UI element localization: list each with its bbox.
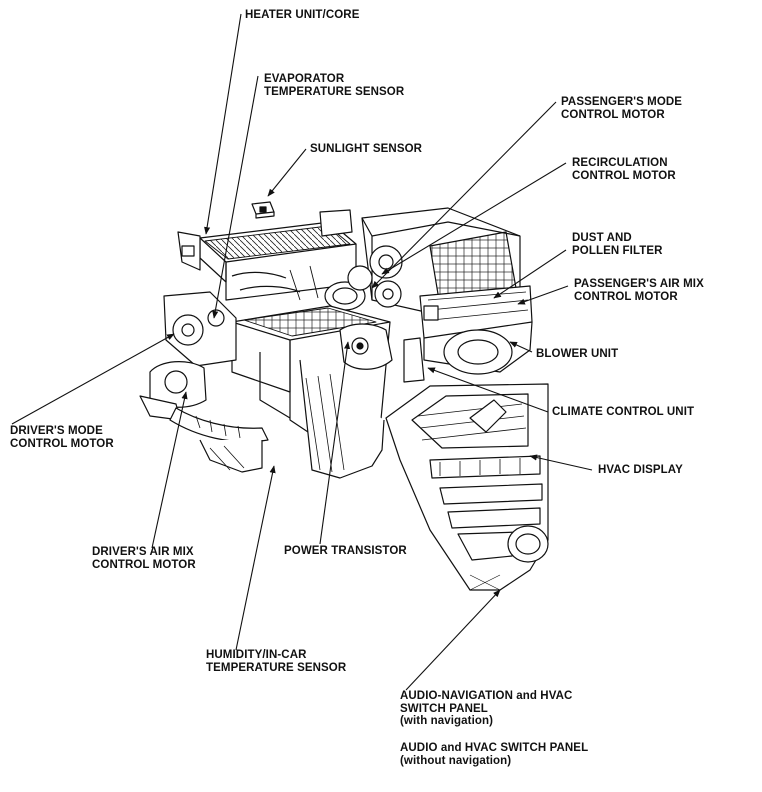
leader-dust-filter [493, 249, 567, 299]
heater-unit-body [177, 209, 366, 311]
leader-climate-unit [427, 367, 549, 413]
leader-passenger-airmix [517, 285, 569, 305]
label-hvac-display: HVAC DISPLAY [598, 464, 683, 476]
label-power-transistor: POWER TRANSISTOR [284, 545, 407, 557]
leader-driver-airmix [151, 391, 188, 549]
label-driver-airmix: DRIVER'S AIR MIX CONTROL MOTOR [92, 546, 196, 571]
main-case [231, 305, 393, 479]
label-recirculation: RECIRCULATION CONTROL MOTOR [572, 157, 676, 182]
sunlight-sensor-part [251, 201, 275, 219]
leader-heater-core [204, 13, 242, 235]
label-heater-core: HEATER UNIT/CORE [245, 9, 360, 21]
leader-evap-sensor [212, 75, 259, 319]
left-motors [139, 291, 269, 473]
label-evap-sensor: EVAPORATOR TEMPERATURE SENSOR [264, 73, 405, 98]
switch-panel-part [385, 383, 549, 591]
leader-humidity [235, 465, 276, 651]
label-driver-mode: DRIVER'S MODE CONTROL MOTOR [10, 425, 114, 450]
leader-driver-mode [11, 333, 175, 425]
leader-sunlight [267, 148, 307, 197]
leader-power-transistor [319, 341, 351, 545]
leader-switch-panel [405, 589, 501, 691]
leader-blower [509, 341, 533, 353]
label-dust-filter: DUST AND POLLEN FILTER [572, 232, 663, 257]
label-blower-unit: BLOWER UNIT [536, 348, 619, 360]
label-sunlight-sensor: SUNLIGHT SENSOR [310, 143, 423, 155]
label-passenger-mode: PASSENGER'S MODE CONTROL MOTOR [561, 96, 683, 121]
leader-recirculation [381, 162, 567, 275]
leader-hvac-display [529, 454, 593, 471]
label-climate-unit: CLIMATE CONTROL UNIT [552, 406, 695, 418]
label-switch-panel-nonav: AUDIO and HVAC SWITCH PANEL (without nav… [400, 742, 589, 767]
right-assembly [347, 207, 533, 383]
leader-passenger-mode [371, 101, 557, 289]
label-humidity-sensor: HUMIDITY/IN-CAR TEMPERATURE SENSOR [206, 649, 347, 674]
label-passenger-airmix: PASSENGER'S AIR MIX CONTROL MOTOR [574, 278, 704, 303]
label-switch-panel-nav: AUDIO-NAVIGATION and HVAC SWITCH PANEL (… [400, 690, 573, 727]
